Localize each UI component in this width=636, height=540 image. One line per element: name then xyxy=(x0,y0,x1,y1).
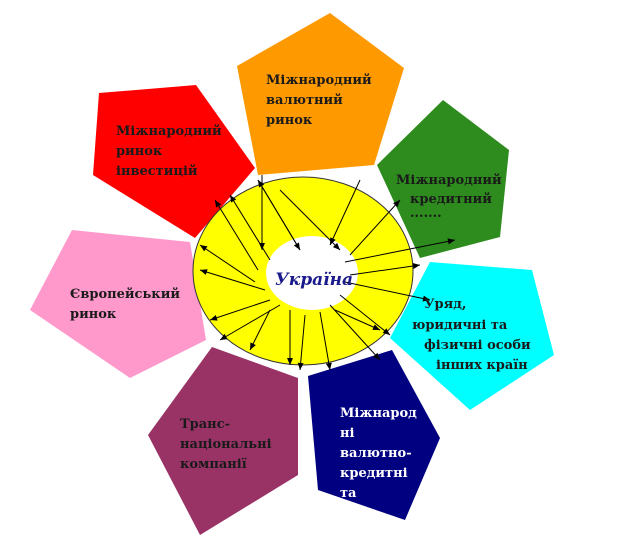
arrow-head xyxy=(325,362,332,370)
arrow-head xyxy=(250,342,256,350)
arrow-line xyxy=(349,264,421,276)
svg-text:Міжнарод: Міжнарод xyxy=(340,406,417,421)
arrow-line xyxy=(199,269,266,291)
label-credit-market: Міжнародний кредитний ....... xyxy=(396,173,502,221)
label-currency-credit-orgs: Міжнарод ні валютно- кредитні та xyxy=(340,406,417,501)
arrow-line xyxy=(339,294,391,336)
label-foreign-government: Уряд, юридичні та фізичні особи інших кр… xyxy=(412,297,531,373)
arrow-head xyxy=(200,245,208,252)
arrow-line xyxy=(199,244,256,283)
petal-foreign-government xyxy=(390,262,554,410)
petal-credit-market xyxy=(377,100,509,258)
svg-text:фізичні особи: фізичні особи xyxy=(424,338,531,353)
arrow-head xyxy=(210,314,218,321)
svg-text:ринок: ринок xyxy=(70,307,117,322)
svg-text:кредитні: кредитні xyxy=(340,466,408,481)
arrow-head xyxy=(373,352,380,360)
svg-text:.......: ....... xyxy=(410,206,442,221)
petal-currency-market xyxy=(237,13,404,175)
svg-text:інших країн: інших країн xyxy=(436,358,528,373)
petal-transnational xyxy=(148,347,298,535)
arrow-head xyxy=(230,195,237,203)
arrow-head xyxy=(330,237,336,245)
center-hole xyxy=(266,236,358,310)
arrow-line xyxy=(329,179,361,246)
svg-text:ні: ні xyxy=(340,426,355,441)
arrow-head xyxy=(372,324,380,330)
svg-text:валютний: валютний xyxy=(266,93,343,108)
svg-text:Уряд,: Уряд, xyxy=(424,297,466,312)
arrow-line xyxy=(279,189,341,251)
label-european-market: Європейський ринок xyxy=(70,287,180,322)
arrow-head xyxy=(447,238,455,245)
arrow-line xyxy=(344,239,456,263)
arrow-head xyxy=(393,200,400,208)
svg-text:ринок: ринок xyxy=(266,113,313,128)
arrow-line xyxy=(209,299,271,321)
arrow-line xyxy=(299,314,306,371)
label-transnational: Транс- національні компанії xyxy=(180,417,272,472)
arrow-line xyxy=(214,199,259,271)
petal-currency-credit-orgs xyxy=(308,350,440,520)
arrow-head xyxy=(382,328,390,335)
svg-text:компанії: компанії xyxy=(180,457,247,472)
arrow-head xyxy=(258,180,265,188)
svg-text:та: та xyxy=(340,486,357,501)
arrow-line xyxy=(329,304,381,361)
svg-text:Європейський: Європейський xyxy=(70,287,180,302)
arrow-line xyxy=(319,311,331,371)
arrow-head xyxy=(220,333,228,340)
center-label: Україна xyxy=(275,270,353,290)
svg-text:Міжнародний: Міжнародний xyxy=(396,173,502,188)
arrow-head xyxy=(200,269,208,275)
arrow-line xyxy=(334,309,381,331)
arrow-line xyxy=(344,281,431,301)
svg-text:Транс-: Транс- xyxy=(180,417,230,432)
label-currency-market: Міжнародний валютний ринок xyxy=(266,73,372,128)
petal-european-market xyxy=(30,230,206,378)
arrow-head xyxy=(215,200,222,208)
arrow-line xyxy=(249,309,271,351)
svg-text:кредитний: кредитний xyxy=(410,192,492,207)
arrow-head xyxy=(412,263,420,269)
petal-investment-market xyxy=(93,85,255,238)
arrow-head xyxy=(297,362,304,370)
arrow-head xyxy=(422,295,430,302)
svg-text:національні: національні xyxy=(180,437,272,452)
arrow-head xyxy=(287,358,293,365)
arrows-group xyxy=(199,175,456,371)
svg-text:валютно-: валютно- xyxy=(340,446,412,461)
svg-text:ринок: ринок xyxy=(116,144,163,159)
svg-text:Міжнародний: Міжнародний xyxy=(266,73,372,88)
arrow-line xyxy=(257,179,301,251)
arrow-line xyxy=(229,194,271,261)
arrow-head xyxy=(332,242,340,250)
svg-text:Міжнародний: Міжнародний xyxy=(116,124,222,139)
label-investment-market: Міжнародний ринок інвестицій xyxy=(116,124,222,179)
svg-text:юридичні та: юридичні та xyxy=(412,318,508,333)
svg-text:інвестицій: інвестицій xyxy=(116,164,198,179)
arrow-line xyxy=(349,199,401,256)
